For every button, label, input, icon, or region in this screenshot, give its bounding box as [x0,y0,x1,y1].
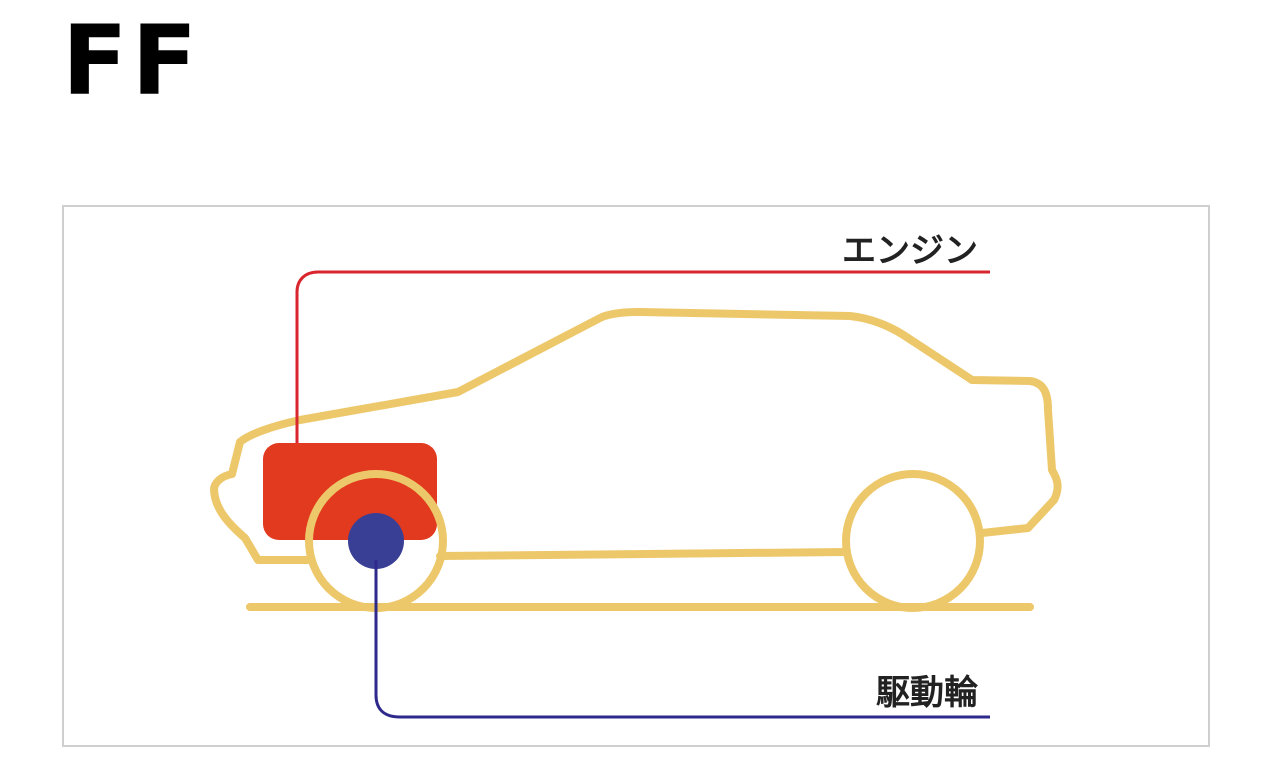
engine-label: エンジン [842,231,978,271]
engine-block [263,443,437,540]
engine-leader-line [295,270,990,443]
diagram-frame [62,205,1210,747]
drive-wheel-hub [348,513,404,569]
car-body-outline [210,308,1062,564]
drive-wheel-label: 駆動輪 [876,673,978,713]
page-title: FF [62,5,202,117]
rear-wheel [842,470,984,612]
drive-wheel-leader-line [374,560,990,719]
